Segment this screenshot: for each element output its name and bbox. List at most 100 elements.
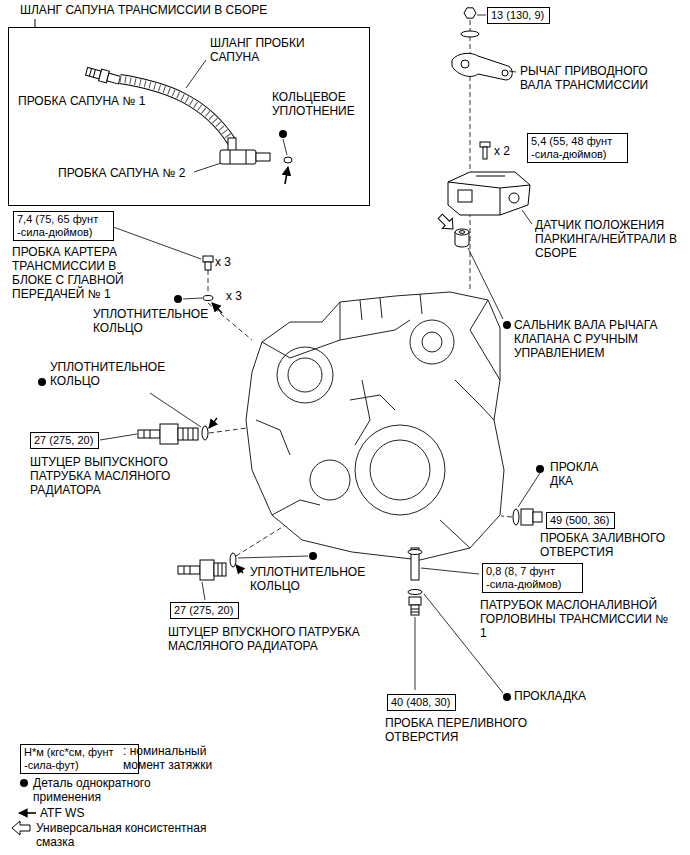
case-plug bbox=[203, 256, 213, 262]
single-use-dot bbox=[38, 378, 46, 386]
transmission-case bbox=[350, 395, 395, 410]
breather-plug bbox=[89, 69, 95, 78]
filler-plug bbox=[533, 512, 542, 522]
torque-spec-box: 7,4 (75, 65 фунт -сила-дюймов) bbox=[13, 211, 114, 241]
single-use-dot bbox=[503, 693, 511, 701]
transmission-case bbox=[360, 294, 422, 320]
bolt bbox=[480, 142, 490, 147]
torque-spec-box: 40 (408, 30) bbox=[387, 694, 456, 711]
overflow-plug bbox=[409, 597, 421, 605]
part-label: ШЛАНГ ПРОБКИ САПУНА bbox=[210, 36, 320, 64]
group-bracket-line bbox=[35, 19, 36, 27]
neutral-switch bbox=[448, 182, 530, 215]
breather-plug bbox=[220, 138, 270, 164]
dashed-assembly-line bbox=[236, 526, 284, 556]
shaft-lever bbox=[461, 60, 469, 68]
bolt bbox=[480, 142, 490, 159]
transmission-case bbox=[370, 440, 430, 500]
transmission-case bbox=[355, 425, 445, 515]
dashed-assembly-line bbox=[501, 516, 512, 517]
single-use-dot bbox=[279, 130, 287, 138]
torque-value: 27 (275, 20) bbox=[174, 604, 233, 617]
nut bbox=[461, 31, 479, 37]
dashed-assembly-line bbox=[209, 428, 247, 433]
dashed-assembly-line bbox=[208, 20, 512, 556]
part-label: ПРОБКА САПУНА № 2 bbox=[58, 166, 185, 180]
torque-value: 7,4 (75, 65 фунт -сила-дюймов) bbox=[17, 213, 109, 239]
assembly-title: ШЛАНГ САПУНА ТРАНСМИССИИ В СБОРЕ bbox=[20, 3, 370, 18]
part-label: ПРОБКА ПЕРЕЛИВНОГО ОТВЕРСТИЯ bbox=[385, 716, 555, 744]
oil-cooler-outlet-union bbox=[138, 424, 198, 444]
oil-cooler-inlet-union bbox=[178, 566, 200, 574]
dashed-assembly-line bbox=[208, 270, 209, 293]
leader-line bbox=[283, 139, 287, 155]
oil-cooler-outlet-union bbox=[138, 430, 160, 438]
breather-plug bbox=[220, 150, 256, 164]
torque-value: 49 (500, 36) bbox=[550, 514, 609, 527]
neutral-switch bbox=[448, 172, 530, 215]
part-label: УПЛОТНИТЕЛЬНОЕ КОЛЬЦО bbox=[50, 360, 175, 388]
oil-cooler-outlet-union bbox=[178, 428, 198, 440]
breather-hose bbox=[120, 79, 232, 142]
leader-line bbox=[238, 556, 308, 558]
grease-arrow bbox=[435, 211, 458, 234]
nut bbox=[464, 8, 476, 18]
legend-text: : номинальный момент затяжки bbox=[123, 744, 223, 772]
transmission-case bbox=[262, 302, 340, 358]
torque-spec-box: Н*м (кгс*см, фунт -сила-фут) bbox=[20, 744, 139, 774]
leader-line bbox=[509, 71, 516, 72]
leader-line bbox=[186, 60, 206, 88]
legend-text: ATF WS bbox=[40, 806, 84, 820]
oil-cooler-outlet-union bbox=[183, 428, 193, 440]
case-plug bbox=[205, 262, 211, 270]
part-label: КОЛЬЦЕВОЕ УПЛОТНЕНИЕ bbox=[272, 90, 372, 118]
part-label: ПРОКЛАДКА bbox=[514, 689, 586, 703]
leader-line bbox=[477, 15, 486, 16]
transmission-case bbox=[272, 500, 320, 515]
oil-cooler-outlet-union bbox=[144, 430, 150, 438]
quantity-note: x 2 bbox=[494, 144, 510, 158]
transmission-case bbox=[470, 300, 500, 380]
leader-line bbox=[518, 473, 540, 507]
torque-spec-box: 49 (500, 36) bbox=[546, 512, 615, 529]
leader-line bbox=[202, 582, 205, 600]
transmission-case bbox=[440, 520, 470, 548]
transmission-case bbox=[246, 292, 504, 560]
oil-cooler-inlet-union bbox=[200, 560, 214, 580]
bolt bbox=[483, 147, 487, 159]
o-ring bbox=[284, 157, 292, 163]
legend-symbol bbox=[12, 821, 30, 835]
atf-arrow bbox=[285, 167, 288, 184]
filler-plug bbox=[521, 509, 542, 525]
single-use-dot bbox=[503, 321, 511, 329]
part-label: УПЛОТНИТЕЛЬНОЕ КОЛЬЦО bbox=[250, 565, 375, 593]
transmission-case bbox=[256, 420, 290, 455]
breather-hose bbox=[120, 79, 232, 142]
transmission-case bbox=[340, 320, 410, 340]
shaft-lever bbox=[452, 53, 512, 80]
o-ring bbox=[284, 157, 292, 163]
group-bracket-line bbox=[35, 19, 36, 27]
quantity-note: x 3 bbox=[215, 255, 231, 269]
leader-line bbox=[150, 393, 201, 427]
torque-spec-box: 27 (275, 20) bbox=[170, 602, 239, 619]
transmission-case bbox=[288, 358, 322, 392]
part-label: ПРОБКА ЗАЛИВНОГО ОТВЕРСТИЯ bbox=[540, 531, 685, 559]
part-label: ПРОКЛА ДКА bbox=[550, 460, 612, 488]
legend-symbol bbox=[12, 779, 36, 835]
gasket bbox=[408, 590, 422, 595]
single-use-dot bbox=[536, 465, 544, 473]
shaft-lever bbox=[502, 70, 508, 76]
atf-arrow bbox=[212, 303, 222, 313]
atf-arrow bbox=[209, 167, 288, 573]
case-plug bbox=[203, 256, 213, 270]
o-ring bbox=[202, 296, 236, 568]
part-label: ДАТЧИК ПОЛОЖЕНИЯ ПАРКИНГА/НЕЙТРАЛИ В СБО… bbox=[535, 218, 683, 260]
torque-value: 0,8 (8, 7 фунт -сила-дюймов) bbox=[486, 565, 578, 591]
leader-line bbox=[105, 224, 201, 259]
torque-value: Н*м (кгс*см, фунт -сила-фут) bbox=[24, 746, 134, 772]
breather-plug bbox=[107, 73, 121, 84]
part-label: ШТУЦЕР ВЫПУСКНОГО ПАТРУБКА МАСЛЯНОГО РАД… bbox=[30, 455, 185, 497]
